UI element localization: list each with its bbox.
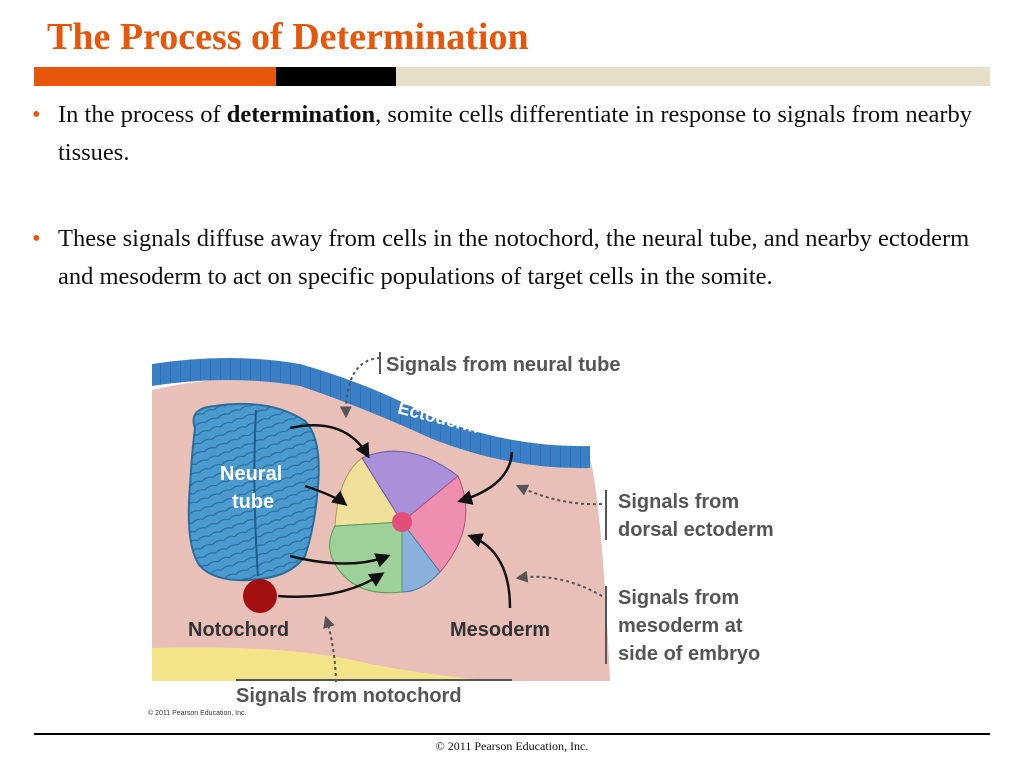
figure-copyright: © 2011 Pearson Education, Inc. bbox=[148, 710, 247, 717]
title-underline-bar bbox=[34, 67, 990, 86]
arrow-neural-to-somite-top bbox=[289, 424, 370, 459]
footer-divider bbox=[34, 733, 990, 735]
signals-notochord-label: Signals from notochord bbox=[236, 685, 462, 707]
somite-sector-pink bbox=[401, 475, 467, 573]
callout-arrow-mesoderm bbox=[515, 570, 603, 597]
mesoderm-label: Mesoderm bbox=[450, 619, 550, 641]
bullet-1-text-start: In the process of bbox=[58, 101, 227, 128]
somite-core bbox=[392, 512, 412, 532]
neural-tube bbox=[187, 402, 320, 582]
somite bbox=[329, 450, 467, 594]
arrow-neural-to-somite-low bbox=[289, 553, 391, 568]
signals-dorsal-label-line1: Signals from bbox=[618, 491, 739, 513]
bullet-2-text: These signals diffuse away from cells in… bbox=[58, 225, 970, 290]
callout-arrow-dorsal bbox=[515, 484, 603, 506]
somite-signaling-diagram: Ectoderm Neural tube Notochord Mesoderm … bbox=[152, 352, 774, 707]
bar-segment-black bbox=[276, 67, 396, 86]
bullet-item-1: • In the process of determination, somit… bbox=[30, 96, 990, 172]
notochord-circle bbox=[243, 579, 277, 613]
arrow-neural-to-somite-mid bbox=[304, 484, 348, 506]
arrow-ectoderm-to-somite bbox=[457, 451, 514, 505]
bar-segment-orange bbox=[34, 67, 276, 86]
yolk-layer bbox=[152, 647, 520, 681]
bullet-item-2: • These signals diffuse away from cells … bbox=[30, 220, 990, 296]
arrow-mesoderm-to-somite bbox=[467, 533, 512, 609]
notochord-label: Notochord bbox=[188, 619, 289, 641]
signals-mesoderm-label-line3: side of embryo bbox=[618, 643, 760, 665]
callout-arrow-notochord bbox=[323, 615, 337, 683]
bullet-icon: • bbox=[32, 225, 41, 252]
neural-tube-label-line1: Neural bbox=[220, 463, 282, 485]
signals-neural-tube-label: Signals from neural tube bbox=[386, 354, 620, 376]
neural-tube-label-line2: tube bbox=[232, 491, 274, 513]
bar-segment-beige bbox=[396, 67, 990, 86]
bullet-1-bold-term: determination bbox=[226, 101, 376, 128]
signals-dorsal-label-line2: dorsal ectoderm bbox=[618, 519, 774, 541]
somite-sector-yellow bbox=[334, 457, 403, 527]
arrow-notochord-to-somite bbox=[277, 572, 385, 599]
bullet-list: • In the process of determination, somit… bbox=[30, 96, 990, 296]
footer-copyright: © 2011 Pearson Education, Inc. bbox=[435, 739, 589, 753]
slide-title: The Process of Determination bbox=[47, 16, 529, 58]
signals-mesoderm-label-line1: Signals from bbox=[618, 587, 739, 609]
bullet-icon: • bbox=[32, 101, 41, 128]
callout-arrow-neural bbox=[339, 357, 381, 419]
bullet-1-text-end: , somite cells differentiate in response… bbox=[58, 101, 972, 166]
signals-mesoderm-label-line2: mesoderm at bbox=[618, 615, 743, 637]
